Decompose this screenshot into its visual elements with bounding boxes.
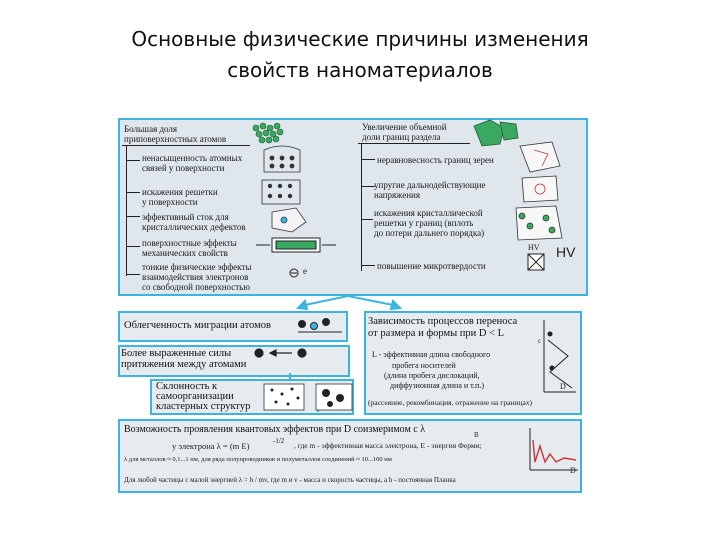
transfer-graph — [543, 320, 576, 393]
right-item-3-line-3: до потери дальнего порядка) — [374, 228, 485, 238]
forces-line-1: Более выраженные силы — [121, 348, 232, 359]
hv-big-label: HV — [556, 244, 576, 260]
left-item-2-line-2: у поверхности — [142, 197, 198, 207]
right-bracket — [361, 143, 362, 271]
transfer-sub-c: c — [538, 337, 542, 345]
right-item-3-line-2: решетки у границ (вплоть — [374, 218, 474, 228]
grain-icon-3 — [515, 205, 563, 241]
right-tick-4 — [361, 265, 375, 266]
transfer-axis-d: D — [560, 382, 566, 391]
hardness-icon — [527, 253, 545, 271]
transfer-def-4: диффузионная длина и т.п.) — [390, 381, 485, 390]
transfer-def-1: L - эффективная длина свободного — [372, 350, 491, 359]
quantum-exp: -1/2 — [273, 437, 285, 445]
cluster-groups-icon — [315, 383, 353, 411]
migration-icon — [298, 318, 342, 333]
transfer-def-5: (рассеяние, рекомбинация, отражение на г… — [368, 398, 533, 407]
attraction-arrow-icon — [254, 348, 307, 358]
quantum-line-2: у электрона λ = (m E) — [172, 441, 250, 451]
right-item-3-line-1: искажения кристаллической — [374, 208, 483, 218]
left-tick-5 — [126, 274, 140, 275]
page-title: Основные физические причины изменения св… — [0, 24, 720, 86]
electron-icon — [289, 268, 299, 278]
cluster-line-3: кластерных структур — [156, 401, 251, 412]
left-item-3-line-1: эффективный сток для — [142, 212, 229, 222]
left-item-2-line-1: искажения решетки — [142, 187, 218, 197]
left-item-5-line-2: взаимодействия электронов — [142, 272, 249, 282]
lattice-icon-1 — [263, 145, 301, 173]
quantum-line-2b: , где m - эффективная масса электрона, E… — [294, 441, 482, 450]
grain-icon-2 — [521, 175, 559, 203]
connector-arrows — [289, 295, 403, 412]
left-heading-2: приповерхностных атомов — [124, 134, 227, 144]
surface-atoms-icon — [252, 122, 284, 144]
right-heading-1: Увеличение объемной — [362, 122, 447, 132]
defect-sink-icon — [271, 207, 307, 233]
left-tick-3 — [126, 216, 140, 217]
left-item-5-line-3: со свободной поверхностью — [142, 282, 251, 292]
left-item-4-line-2: механических свойств — [142, 248, 228, 258]
cluster-line-1: Склонность к — [156, 381, 218, 392]
left-item-5-line-1: тонкие физические эффекты — [142, 262, 252, 272]
transfer-def-2: пробега носителей — [392, 361, 456, 370]
left-bracket — [126, 146, 127, 276]
right-item-4-line-1: повышение микротвердости — [377, 261, 486, 271]
quantum-box — [118, 419, 582, 493]
forces-line-2: притяжения между атомами — [121, 359, 247, 370]
transfer-box — [364, 311, 582, 415]
forces-box — [118, 345, 350, 377]
cluster-line-2: самоорганизации — [156, 391, 234, 402]
transfer-line-2: от размера и формы при D < L — [368, 328, 505, 339]
left-tick-1 — [126, 160, 140, 161]
right-heading-2: доли границ раздела — [362, 132, 441, 142]
title-line-1: Основные физические причины изменения — [131, 27, 589, 51]
migration-box — [118, 311, 348, 342]
transfer-def-3: (длина пробега дислокаций, — [384, 371, 480, 380]
quantum-line-3: λ для металлов ≈ 0,1...1 нм, для ряда по… — [124, 456, 392, 463]
right-tick-1 — [361, 159, 375, 160]
left-heading-underline — [122, 145, 250, 146]
cluster-dots-icon — [263, 383, 305, 411]
transfer-line-1: Зависимость процессов переноса — [368, 316, 518, 327]
grain-icon-1 — [519, 141, 561, 173]
hv-small-label: HV — [528, 243, 540, 252]
left-heading-1: Большая доля — [124, 124, 178, 134]
right-tick-3 — [361, 219, 373, 220]
right-item-1-line-1: неравновесность границ зерен — [377, 155, 494, 165]
right-item-2-line-1: упругие дальнодействующие — [374, 180, 486, 190]
electron-label: e — [303, 266, 307, 276]
lattice-icon-2 — [261, 179, 301, 205]
left-item-1-line-1: ненасыщенность атомных — [142, 153, 243, 163]
quantum-line-4: Для любой частицы с малой энергией λ = h… — [124, 476, 456, 484]
grain-boundary-icon — [473, 119, 519, 147]
left-item-1-line-2: связей у поверхности — [142, 163, 225, 173]
right-tick-2 — [361, 186, 375, 187]
mechanical-icon — [256, 237, 336, 253]
right-item-2-line-2: напряжения — [374, 190, 421, 200]
top-panel — [118, 118, 588, 296]
title-line-2: свойств наноматериалов — [227, 58, 493, 82]
quantum-graph — [529, 428, 578, 471]
migration-text: Облегченность миграции атомов — [124, 320, 271, 331]
quantum-sub-b: B — [474, 431, 479, 439]
left-tick-4 — [126, 246, 140, 247]
quantum-line-1: Возможность проявления квантовых эффекто… — [124, 424, 426, 435]
left-item-3-line-2: кристаллических дефектов — [142, 222, 246, 232]
left-tick-2 — [126, 192, 140, 193]
right-heading-underline — [358, 143, 470, 144]
left-item-4-line-1: поверхностные эффекты — [142, 238, 237, 248]
